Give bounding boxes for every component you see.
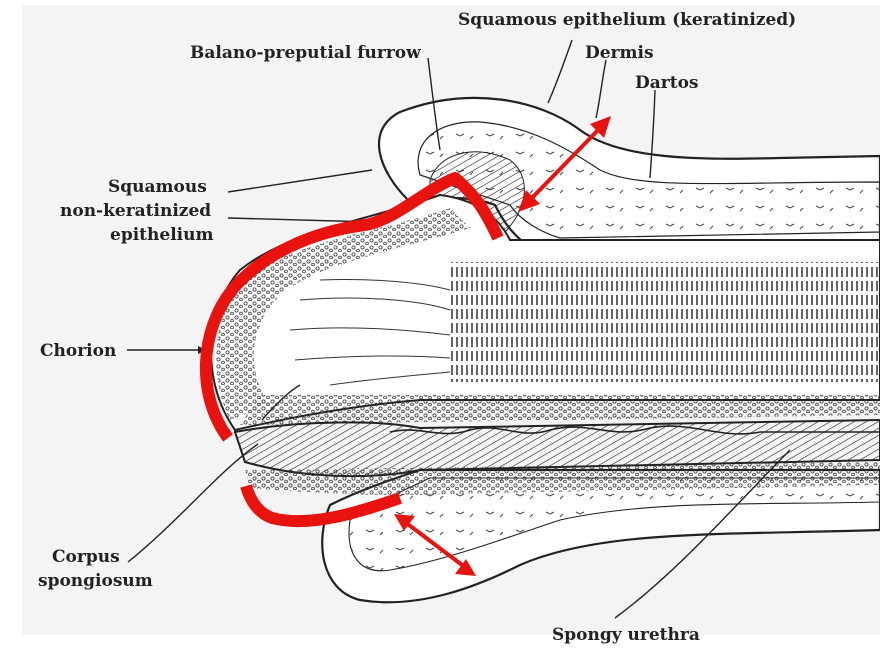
label-dartos: Dartos <box>635 73 698 93</box>
label-spongy-urethra: Spongy urethra <box>552 625 700 645</box>
label-squamous-nonkeratinized-3: epithelium <box>110 225 213 245</box>
label-corpus-spongiosum-2: spongiosum <box>38 571 153 591</box>
label-squamous-nonkeratinized-1: Squamous <box>108 177 207 197</box>
label-corpus-spongiosum-1: Corpus <box>52 547 120 567</box>
label-squamous-keratinized: Squamous epithelium (keratinized) <box>458 10 796 30</box>
label-squamous-nonkeratinized-2: non-keratinized <box>60 201 211 221</box>
label-chorion: Chorion <box>40 341 116 361</box>
label-balano-preputial-furrow: Balano-preputial furrow <box>190 43 421 63</box>
corpus-cavernosum <box>450 262 880 382</box>
label-dermis: Dermis <box>585 43 654 63</box>
